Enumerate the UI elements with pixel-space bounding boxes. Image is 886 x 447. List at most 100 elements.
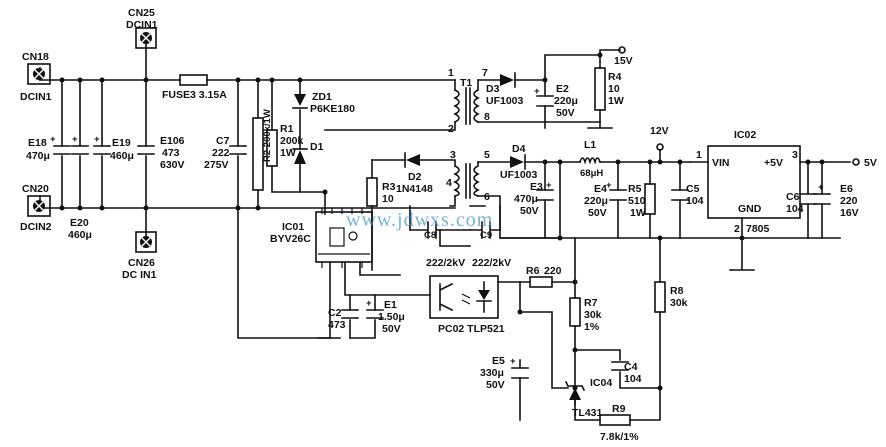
e18-value: 470μ xyxy=(26,150,50,162)
r9-label: R9 xyxy=(612,403,626,415)
e2-value2: 50V xyxy=(556,107,575,119)
d2-label: D2 xyxy=(408,171,422,183)
resistor-r1: R1 200k 1W xyxy=(266,123,304,167)
fuse3-label: FUSE3 3.15A xyxy=(162,89,227,101)
r3-value: 10 xyxy=(382,193,394,205)
e5-value1: 330μ xyxy=(480,367,504,379)
c2-value: 473 xyxy=(328,319,346,331)
resistor-r3: R3 10 xyxy=(366,177,396,207)
r8-value: 30k xyxy=(670,297,688,309)
c8-label: C8 xyxy=(424,230,436,241)
e20-label: E20 xyxy=(70,217,89,229)
capacitor-c7: C7 222 275V xyxy=(204,135,247,171)
zd1-label: ZD1 xyxy=(312,91,332,103)
resistor-r2: R2 200k/1W xyxy=(252,109,273,191)
capacitor-e19: + E19 460μ xyxy=(93,134,134,162)
diode-d2: D2 1N4148 xyxy=(396,152,433,195)
cn18-label: CN18 xyxy=(22,51,49,63)
t1-pin4: 4 xyxy=(446,177,452,189)
ic01-chip: IC01 BYV26C xyxy=(270,208,373,268)
shunt-regulator-ic04: IC04 TL431 xyxy=(564,377,612,419)
diode-d1: D1 xyxy=(292,141,324,164)
capacitor-e18: + E18 470μ xyxy=(26,134,71,162)
r1-value1: 200k xyxy=(280,135,304,147)
c9-value: 222/2kV xyxy=(472,257,511,269)
ic02-plus5: +5V xyxy=(764,157,783,169)
e1-value2: 50V xyxy=(382,323,401,335)
e5-value2: 50V xyxy=(486,379,505,391)
connector-cn25: CN25 DCIN1 xyxy=(126,7,158,49)
ic02-regulator: IC02 VIN +5V GND 7805 1 2 3 xyxy=(696,129,801,235)
e4-value1: 220μ xyxy=(584,195,608,207)
l1-value: 68μH xyxy=(580,168,603,179)
terminal-5v: 5V xyxy=(852,157,877,169)
resistor-r7: R7 30k 1% xyxy=(569,297,602,333)
junction-dots xyxy=(59,52,825,391)
e3-value1: 470μ xyxy=(514,193,538,205)
d1-label: D1 xyxy=(310,141,324,153)
svg-text:+: + xyxy=(606,180,612,191)
r1-value2: 1W xyxy=(280,147,296,159)
svg-text:+: + xyxy=(72,134,78,145)
capacitor-e6: + E6 220 16V xyxy=(813,182,859,219)
diode-d3: D3 UF1003 xyxy=(486,72,524,107)
capacitor-c6: C6 104 xyxy=(786,191,817,215)
ic01-label: IC01 xyxy=(282,221,304,233)
capacitor-c2: C2 473 xyxy=(328,307,359,331)
e19-value: 460μ xyxy=(110,150,134,162)
e6-value2: 16V xyxy=(840,207,859,219)
t1-pin8: 8 xyxy=(484,111,490,123)
capacitor-e2: + E2 220μ 50V xyxy=(534,83,578,119)
e4-label: E4 xyxy=(594,183,607,195)
t1-pin6: 6 xyxy=(484,191,490,203)
dcin1-left-label: DCIN1 xyxy=(20,91,52,103)
d3-value: UF1003 xyxy=(486,95,524,107)
r4-label: R4 xyxy=(608,71,622,83)
ic02-value: 7805 xyxy=(746,223,770,235)
dcin2-label: DCIN2 xyxy=(20,221,52,233)
v5-label: 5V xyxy=(864,157,877,169)
e2-value1: 220μ xyxy=(554,95,578,107)
r6-label: R6 xyxy=(526,265,540,277)
t1-pin5: 5 xyxy=(484,149,490,161)
c5-value: 104 xyxy=(686,195,704,207)
ic02-pin3: 3 xyxy=(792,149,798,161)
t1-pin7: 7 xyxy=(482,67,488,79)
svg-text:+: + xyxy=(50,134,56,145)
capacitor-c5: C5 104 xyxy=(671,183,704,207)
e6-label: E6 xyxy=(840,183,853,195)
e106-label: E106 xyxy=(160,135,185,147)
t1-pin1: 1 xyxy=(448,67,454,79)
cn26-label: CN26 xyxy=(128,257,155,269)
c6-value: 104 xyxy=(786,203,804,215)
e106-value1: 473 xyxy=(162,147,180,159)
r5-label: R5 xyxy=(628,183,642,195)
r7-label: R7 xyxy=(584,297,598,309)
cn20-label: CN20 xyxy=(22,183,49,195)
t1-pin2: 2 xyxy=(448,123,454,135)
capacitor-e4: + E4 220μ 50V xyxy=(584,180,627,219)
d4-value: UF1003 xyxy=(500,169,538,181)
transformer-t1: 1 2 7 8 T1 3 4 5 6 xyxy=(446,67,490,203)
capacitor-c8: C8 222/2kV xyxy=(409,221,465,269)
resistor-r8: R8 30k xyxy=(654,281,688,313)
e20-value: 460μ xyxy=(68,229,92,241)
connector-cn18: CN18 DCIN1 xyxy=(20,51,52,103)
watermark-text: www.jdwxs.com xyxy=(346,209,493,231)
capacitor-c9: C9 222/2kV xyxy=(469,221,511,269)
e3-label: E3 xyxy=(530,181,543,193)
r5-value1: 510 xyxy=(628,195,646,207)
resistor-r4: R4 10 1W xyxy=(594,67,624,111)
c7-label: C7 xyxy=(216,135,230,147)
connector-cn26: CN26 DC IN1 xyxy=(122,231,157,281)
r4-value2: 1W xyxy=(608,95,624,107)
r3-label: R3 xyxy=(382,181,396,193)
c8-value: 222/2kV xyxy=(426,257,465,269)
diode-d4: D4 UF1003 xyxy=(500,143,538,181)
r9-value: 7.8k/1% xyxy=(600,431,639,443)
r7-value2: 1% xyxy=(584,321,600,333)
tl431-label: TL431 xyxy=(572,407,603,419)
e106-value2: 630V xyxy=(160,159,185,171)
e18-label: E18 xyxy=(28,137,47,149)
